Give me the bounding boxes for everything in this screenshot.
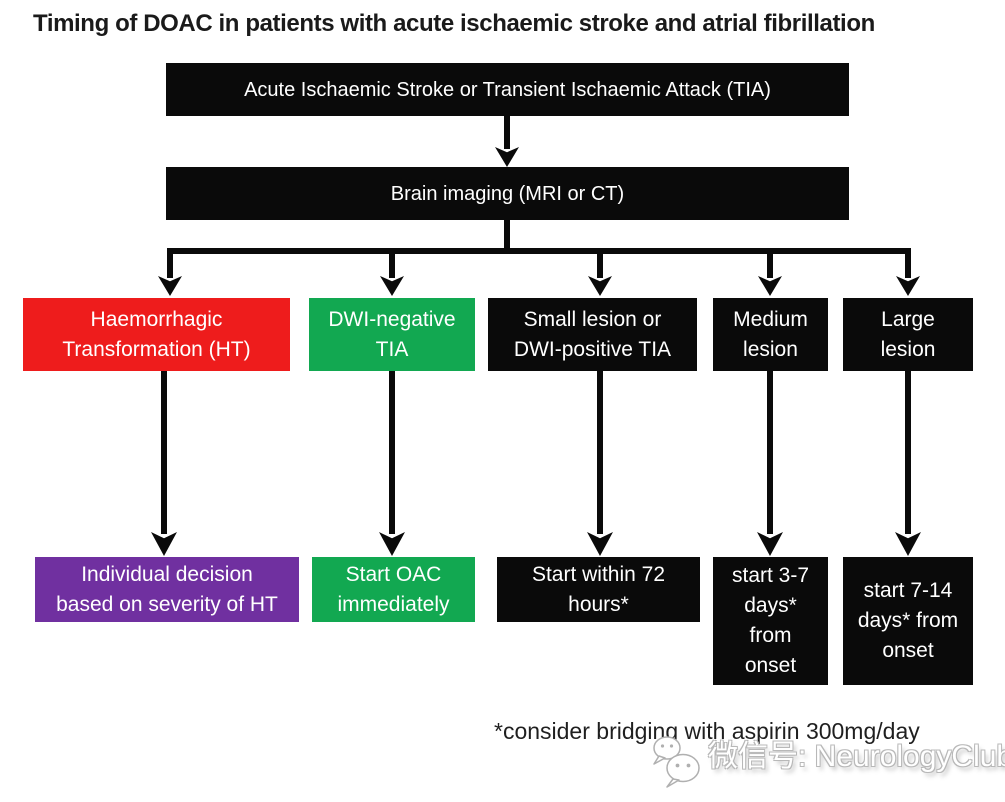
node-small-lesion: Small lesion or DWI-positive TIA xyxy=(488,298,697,371)
arrow-stem xyxy=(504,116,510,149)
arrow-down-icon xyxy=(758,276,782,296)
wechat-icon xyxy=(653,736,700,788)
node-haemorrhagic-transformation: Haemorrhagic Transformation (HT) xyxy=(23,298,290,371)
arrow-stem xyxy=(905,371,911,534)
arrow-down-icon xyxy=(380,276,404,296)
node-start-72-hours: Start within 72 hours* xyxy=(497,557,700,622)
node-large-lesion: Large lesion xyxy=(843,298,973,371)
connector-bar xyxy=(167,248,911,254)
arrow-stem xyxy=(597,253,603,278)
node-medium-lesion: Medium lesion xyxy=(713,298,828,371)
node-start-7-14-days: start 7-14 days* from onset xyxy=(843,557,973,685)
arrow-down-icon xyxy=(151,532,177,556)
arrow-down-icon xyxy=(588,276,612,296)
arrow-stem xyxy=(161,371,167,534)
arrow-stem xyxy=(389,253,395,278)
arrow-stem xyxy=(767,253,773,278)
page-title: Timing of DOAC in patients with acute is… xyxy=(33,10,875,37)
arrow-down-icon xyxy=(896,276,920,296)
arrow-stem xyxy=(167,253,173,278)
node-brain-imaging: Brain imaging (MRI or CT) xyxy=(166,167,849,220)
node-individual-decision: Individual decision based on severity of… xyxy=(35,557,299,622)
arrow-stem xyxy=(905,253,911,278)
footnote: *consider bridging with aspirin 300mg/da… xyxy=(494,718,920,744)
node-start-3-7-days: start 3-7 days* from onset xyxy=(713,557,828,685)
arrow-down-icon xyxy=(158,276,182,296)
node-acute-stroke-tia: Acute Ischaemic Stroke or Transient Isch… xyxy=(166,63,849,116)
arrow-stem xyxy=(597,371,603,534)
arrow-stem xyxy=(767,371,773,534)
watermark-text: 微信号: NeurologyClub xyxy=(708,740,1005,773)
arrow-stem xyxy=(389,371,395,534)
connector-stem xyxy=(504,220,510,250)
arrow-down-icon xyxy=(587,532,613,556)
arrow-down-icon xyxy=(379,532,405,556)
node-start-oac-immediately: Start OAC immediately xyxy=(312,557,475,622)
watermark: 微信号: NeurologyClub xyxy=(650,731,1005,789)
arrow-down-icon xyxy=(895,532,921,556)
arrow-down-icon xyxy=(757,532,783,556)
arrow-down-icon xyxy=(495,147,519,167)
node-dwi-negative-tia: DWI-negative TIA xyxy=(309,298,475,371)
